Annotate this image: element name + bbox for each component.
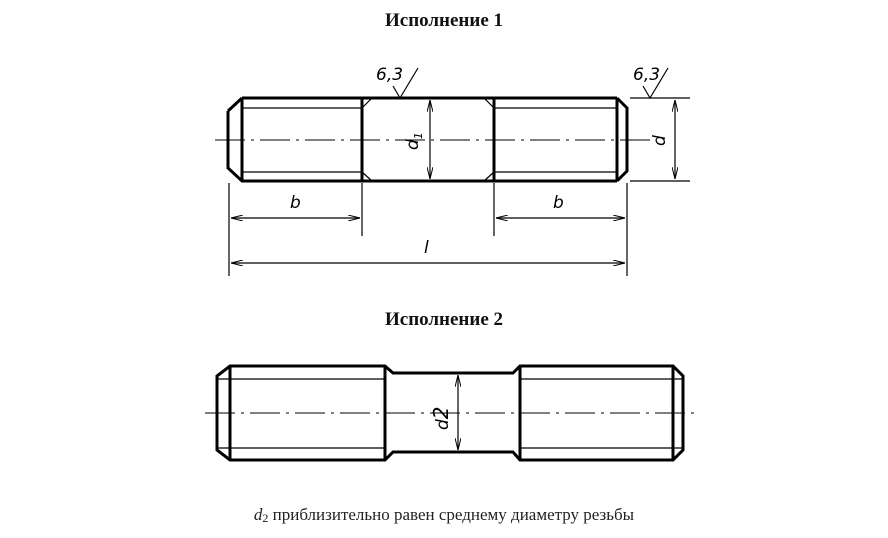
svg-text:6,3: 6,3	[376, 65, 403, 85]
thread-lines	[242, 107, 617, 173]
stud-outline	[226, 96, 617, 183]
variant-2-title: Исполнение 2	[384, 309, 504, 330]
stud-variant-2: d2	[205, 364, 698, 462]
roughness-mark-left	[392, 67, 419, 100]
d1-label: d1	[403, 132, 425, 150]
thread-lines	[217, 378, 683, 449]
roughness-mark-right	[642, 67, 669, 100]
caption-symbol: d	[253, 505, 263, 524]
l-label: l	[424, 238, 429, 258]
variant-1-title: Исполнение 1	[384, 10, 504, 31]
caption: d2 приблизительно равен среднему диаметр…	[0, 505, 888, 526]
stud-variant-1: d1 d b b l 6,3 6,3	[215, 65, 690, 276]
d2-label: d2	[429, 406, 453, 430]
b-left-label: b	[290, 193, 301, 213]
caption-subscript: 2	[262, 511, 269, 525]
svg-text:6,3: 6,3	[633, 65, 660, 85]
d-label: d	[650, 135, 670, 146]
b-right-label: b	[553, 193, 564, 213]
caption-text: приблизительно равен среднему диаметру р…	[268, 505, 635, 524]
